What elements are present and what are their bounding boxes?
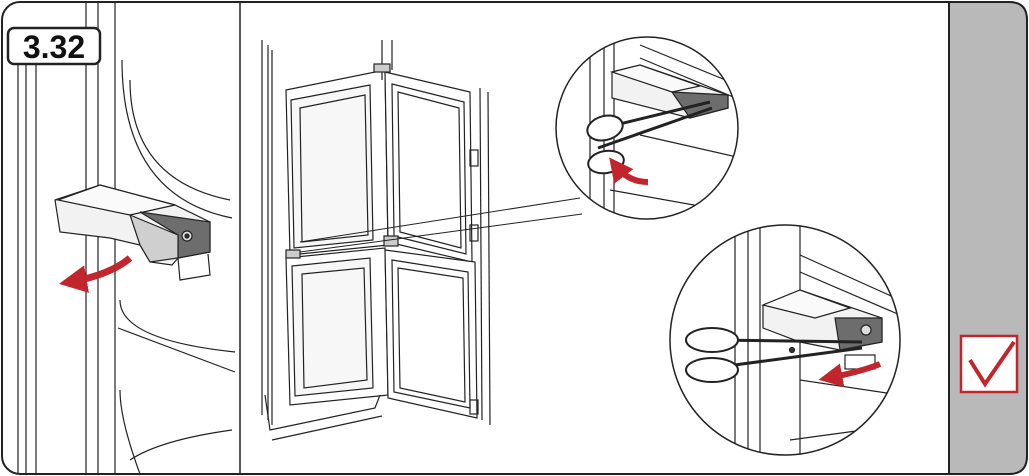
sidebar-panel	[948, 1, 1028, 475]
callout-line-2	[299, 213, 583, 253]
red-arrow-icon	[58, 255, 133, 293]
check-box	[959, 334, 1019, 394]
zoom-detail-bottom	[669, 224, 901, 456]
red-arrow-icon	[609, 157, 649, 185]
zoom-detail-top	[555, 36, 739, 220]
callout-line-1	[299, 197, 581, 243]
scissors-icon	[685, 327, 863, 383]
step-label: 3.32	[23, 29, 85, 65]
cabinet-illustration	[261, 40, 491, 441]
red-arrow-icon	[818, 361, 882, 388]
step-label-box: 3.32	[6, 26, 102, 66]
check-mark-icon	[968, 340, 1016, 388]
left-detail-panel	[17, 2, 236, 475]
